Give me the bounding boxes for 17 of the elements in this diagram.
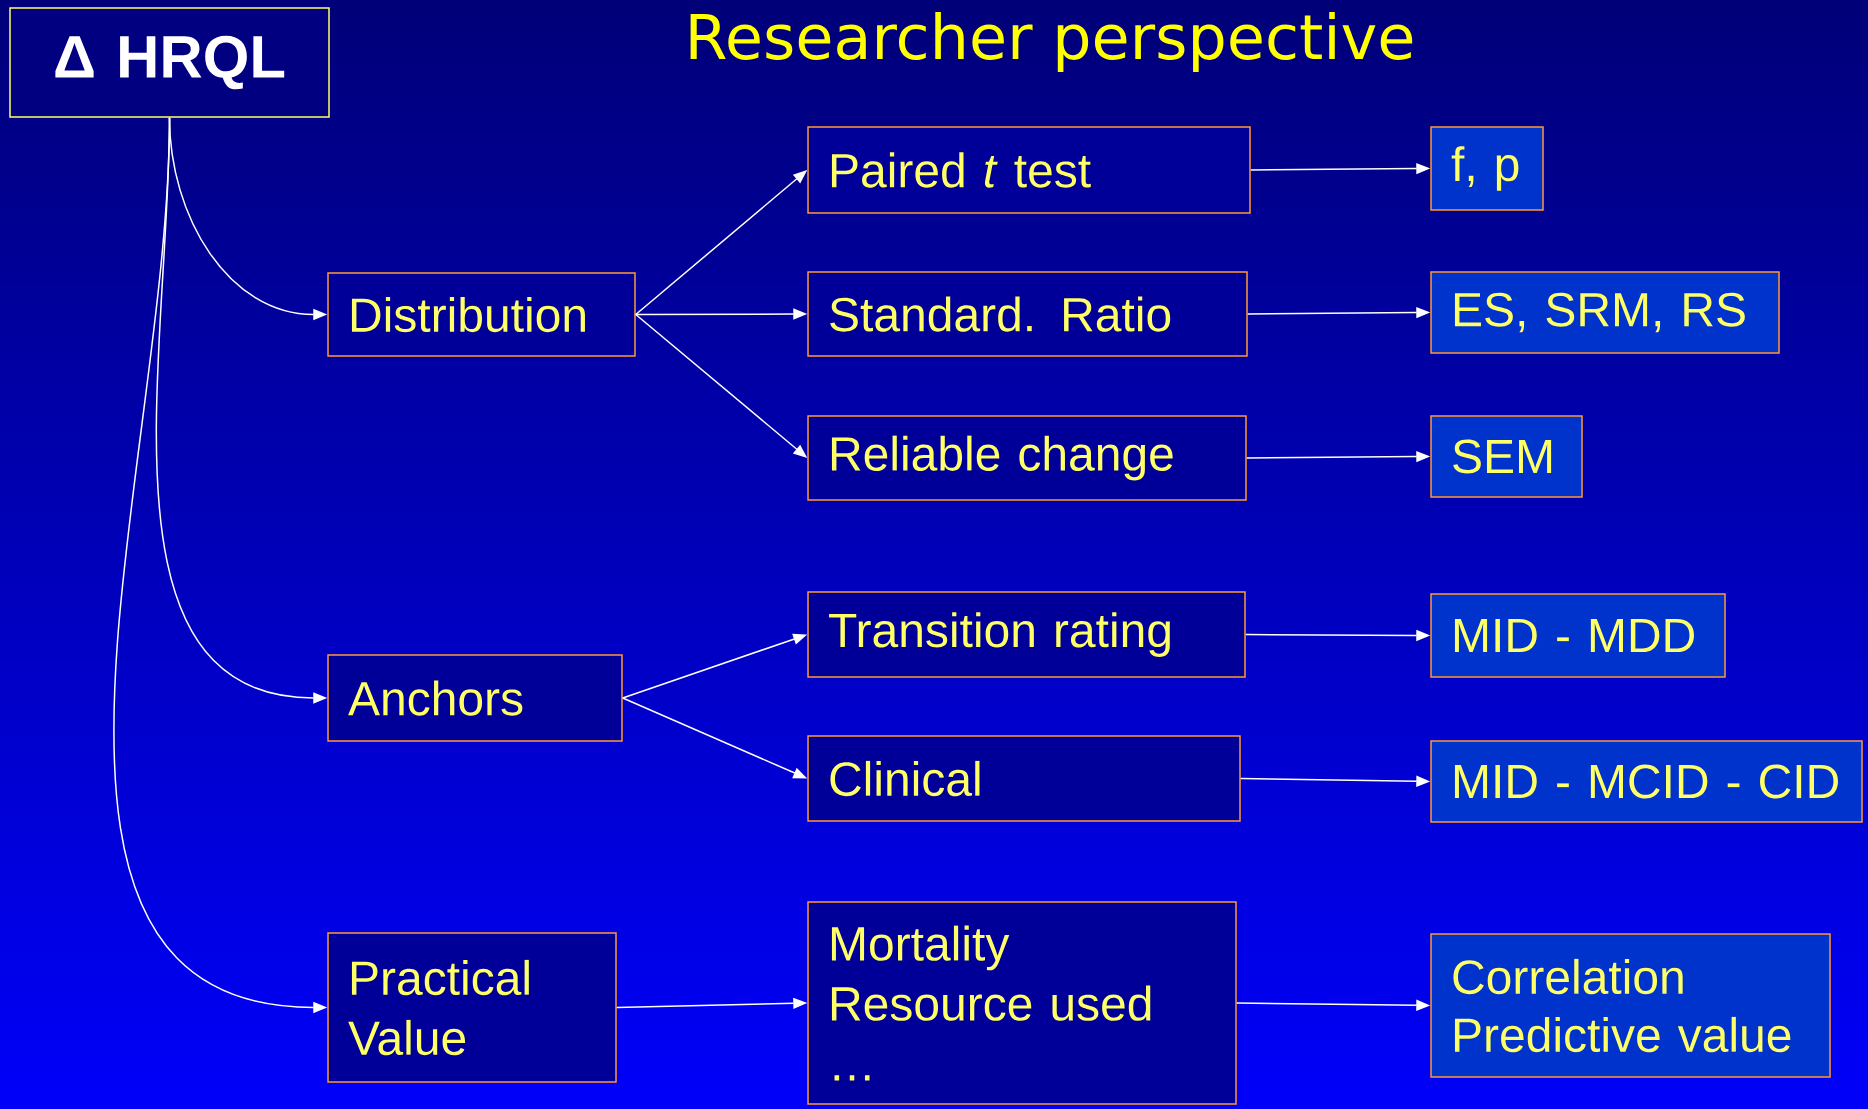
process-box: Anchors bbox=[327, 654, 623, 742]
slide-title: Researcher perspective bbox=[690, 12, 1413, 72]
process-box: Practical Value bbox=[327, 932, 617, 1083]
process-box: Standard. Ratio bbox=[807, 271, 1248, 357]
result-box: ES, SRM, RS bbox=[1430, 271, 1780, 354]
process-box: Paired t test bbox=[807, 126, 1251, 214]
result-box: Correlation Predictive value bbox=[1430, 933, 1831, 1078]
process-box: Transition rating bbox=[807, 591, 1246, 678]
title-box: Δ HRQL bbox=[9, 7, 330, 118]
process-box: Clinical bbox=[807, 735, 1241, 822]
result-box: MID - MDD bbox=[1430, 593, 1726, 678]
result-box: SEM bbox=[1430, 415, 1583, 498]
result-box: f, p bbox=[1430, 126, 1544, 211]
process-box: Distribution bbox=[327, 272, 636, 357]
process-box: Mortality Resource used … bbox=[807, 901, 1237, 1105]
process-box: Reliable change bbox=[807, 415, 1247, 501]
result-box: MID - MCID - CID bbox=[1430, 740, 1863, 823]
